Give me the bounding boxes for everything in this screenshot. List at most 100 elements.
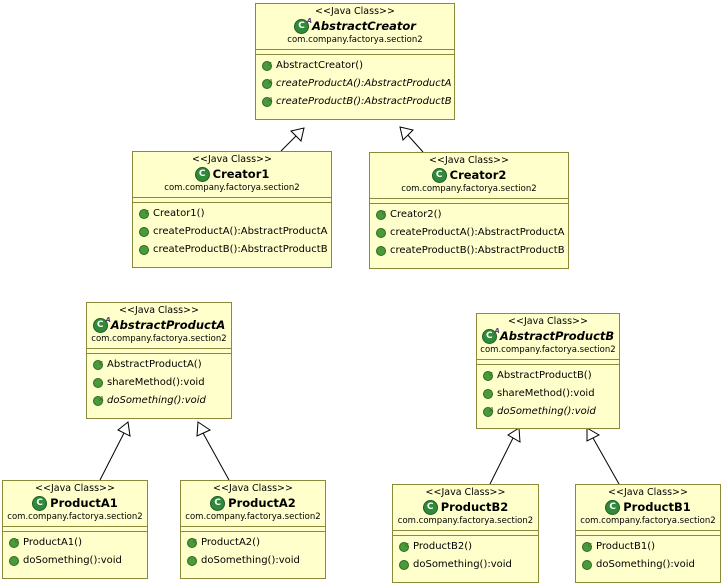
public-method-icon — [139, 245, 149, 255]
abstract-method-icon: A — [262, 78, 273, 89]
package-label: com.company.factorya.section2 — [397, 516, 534, 526]
edge-productb2-to-abstractproductb — [489, 437, 514, 485]
public-method-icon — [187, 556, 197, 566]
member-item[interactable]: doSomething():void — [187, 552, 325, 570]
constructor-icon: c — [262, 60, 272, 71]
member-item[interactable]: doSomething():void — [582, 556, 720, 574]
edge-creator1-to-abstractcreator — [280, 132, 300, 152]
edge-productb1-arrowhead — [586, 427, 601, 442]
abstract-method-icon: A — [93, 395, 104, 406]
abstract-method-icon: A — [262, 96, 273, 107]
package-label: com.company.factorya.section2 — [480, 345, 616, 355]
edge-producta1-arrowhead — [117, 421, 131, 437]
edge-producta2-to-abstractproducta — [202, 432, 230, 481]
member-item[interactable]: doSomething():void — [9, 552, 147, 570]
member-item[interactable]: createProductA():AbstractProductA — [139, 223, 331, 241]
package-label: com.company.factorya.section2 — [185, 512, 321, 522]
class-name: Creator2 — [449, 168, 507, 182]
edge-producta1-to-abstractproducta — [99, 432, 125, 481]
stereotype-label: <<Java Class>> — [315, 6, 395, 17]
stereotype-label: <<Java Class>> — [429, 155, 509, 166]
edge-creator1-arrowhead — [290, 127, 305, 142]
stereotype-label: <<Java Class>> — [213, 483, 293, 494]
class-icon: C — [422, 499, 438, 515]
stereotype-label: <<Java Class>> — [608, 487, 688, 498]
class-name: ProductA1 — [50, 496, 118, 510]
stereotype-label: <<Java Class>> — [425, 487, 506, 498]
class-icon: C — [431, 167, 447, 183]
edge-productb2-arrowhead — [507, 427, 521, 443]
class-name: AbstractProductB — [499, 329, 615, 343]
public-method-icon — [139, 227, 149, 237]
constructor-icon: c — [399, 541, 409, 552]
stereotype-label: <<Java Class>> — [119, 305, 199, 316]
package-label: com.company.factorya.section2 — [580, 516, 716, 526]
class-icon: C — [32, 495, 48, 511]
class-name: ProductA2 — [228, 496, 296, 510]
class-name: AbstractCreator — [312, 19, 416, 33]
package-label: com.company.factorya.section2 — [7, 512, 143, 522]
constructor-icon: c — [139, 208, 149, 219]
member-item[interactable]: createProductB():AbstractProductB — [376, 242, 568, 260]
package-label: com.company.factorya.section2 — [164, 183, 300, 193]
stereotype-label: <<Java Class>> — [508, 316, 588, 327]
package-label: com.company.factorya.section2 — [401, 184, 537, 194]
member-item[interactable]: createProductA():AbstractProductA — [376, 224, 568, 242]
public-method-icon — [9, 556, 19, 566]
constructor-icon: c — [93, 359, 103, 370]
class-name: ProductB1 — [623, 500, 691, 514]
class-name: Creator1 — [212, 167, 270, 181]
public-method-icon — [376, 246, 386, 256]
member-item[interactable]: doSomething():void — [399, 556, 538, 574]
public-method-icon — [376, 228, 386, 238]
member-item[interactable]: shareMethod():void — [93, 374, 231, 392]
constructor-icon: c — [376, 209, 386, 220]
edge-creator2-arrowhead — [399, 126, 414, 141]
package-label: com.company.factorya.section2 — [287, 35, 423, 45]
package-label: com.company.factorya.section2 — [91, 334, 227, 344]
class-icon: C — [194, 166, 210, 182]
stereotype-label: <<Java Class>> — [35, 483, 115, 494]
public-method-icon — [582, 560, 592, 570]
member-item[interactable]: shareMethod():void — [483, 385, 619, 403]
class-name: ProductB2 — [440, 500, 509, 514]
stereotype-label: <<Java Class>> — [192, 154, 272, 165]
constructor-icon: c — [187, 537, 197, 548]
member-item[interactable]: createProductB():AbstractProductB — [139, 241, 331, 259]
class-icon: C — [210, 495, 226, 511]
constructor-icon: c — [9, 537, 19, 548]
public-method-icon — [483, 389, 493, 399]
abstract-method-icon: A — [483, 406, 494, 417]
constructor-icon: c — [582, 541, 592, 552]
public-method-icon — [93, 378, 103, 388]
edge-producta2-arrowhead — [196, 421, 212, 437]
constructor-icon: c — [483, 370, 493, 381]
public-method-icon — [399, 560, 409, 570]
edge-creator2-to-abstractcreator — [405, 132, 424, 153]
